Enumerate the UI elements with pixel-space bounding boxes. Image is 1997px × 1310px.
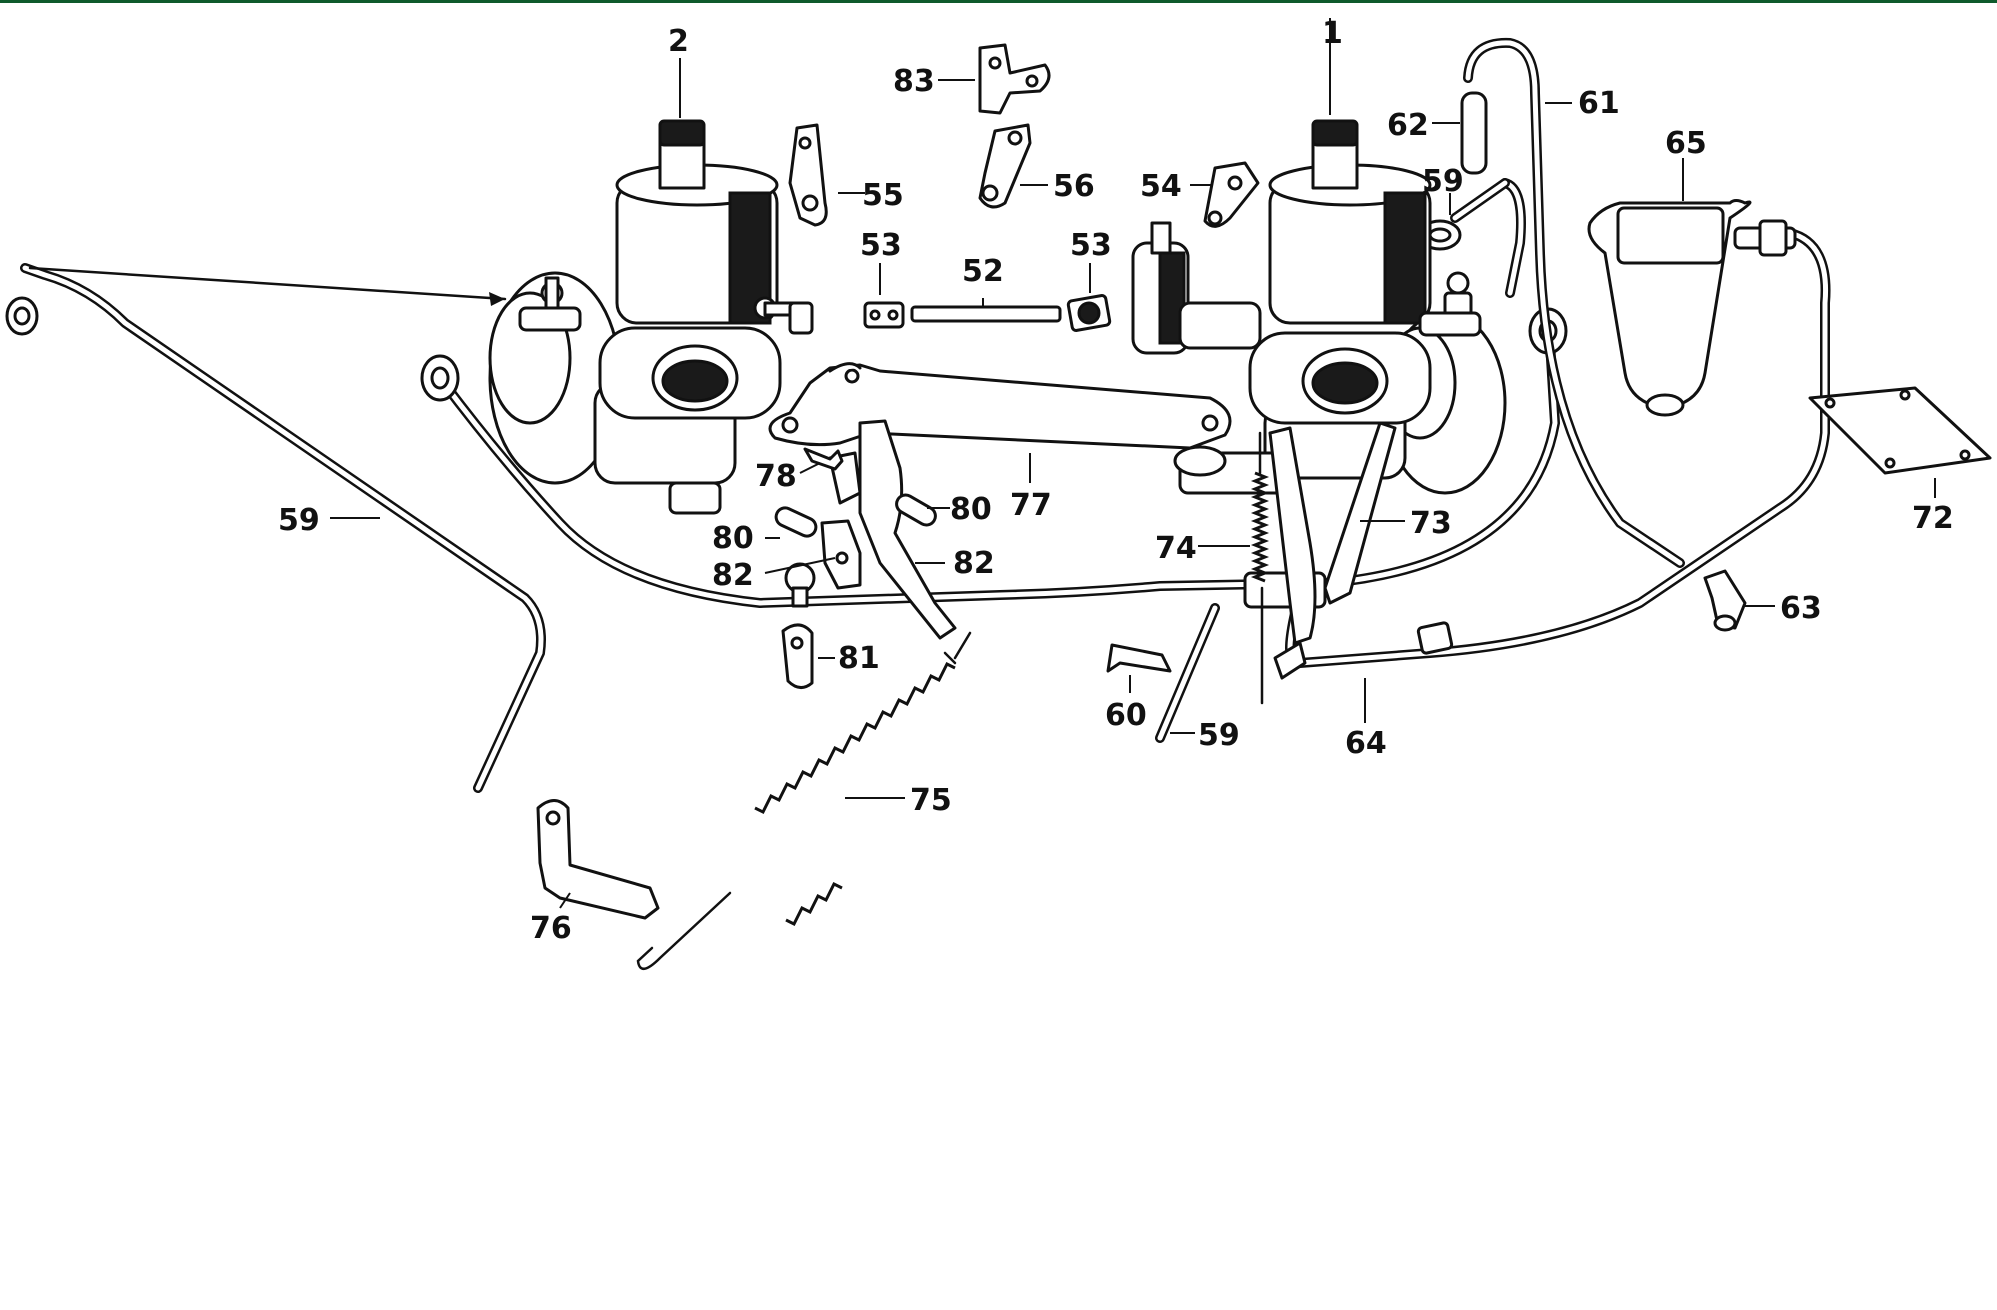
leader-lines: [330, 18, 1936, 909]
bracket-83: [978, 43, 1051, 115]
bolt-78: [803, 447, 844, 471]
callout-75: 75: [910, 783, 952, 818]
callout-78: 78: [755, 459, 797, 494]
fuel-feed-pipe: [420, 178, 1568, 743]
callout-53-left: 53: [860, 228, 902, 263]
carburettor-left: [488, 119, 814, 515]
callout-77: 77: [1010, 488, 1052, 523]
fuel-pipe-left: [5, 263, 546, 793]
spring-74: [1250, 431, 1270, 705]
elbow-63: [1703, 569, 1747, 632]
callout-72: 72: [1912, 501, 1954, 536]
callout-labels: 2 1 83 55 56 54 62 61 65 59 53 52 53 59 …: [278, 16, 1954, 946]
callout-2: 2: [668, 24, 689, 59]
callout-81: 81: [838, 641, 880, 676]
callout-59-bottom: 59: [1198, 718, 1240, 753]
callout-76: 76: [530, 911, 572, 946]
callout-59-top: 59: [1422, 164, 1464, 199]
callout-56: 56: [1053, 169, 1095, 204]
callout-63: 63: [1780, 591, 1822, 626]
callout-73: 73: [1410, 506, 1452, 541]
bracket-82-left: [820, 519, 862, 590]
callout-53-right: 53: [1070, 228, 1112, 263]
callout-80-right: 80: [950, 492, 992, 527]
bracket-76: [536, 799, 660, 920]
coupling-53-left: [863, 301, 905, 329]
callout-65: 65: [1665, 126, 1707, 161]
lever-56: [978, 123, 1032, 209]
link-81: [781, 623, 814, 689]
tube-62: [1460, 91, 1488, 175]
callout-60: 60: [1105, 698, 1147, 733]
callout-52: 52: [962, 254, 1004, 289]
pin-80-left: [774, 506, 818, 538]
callout-62: 62: [1387, 108, 1429, 143]
callout-64: 64: [1345, 726, 1387, 761]
linkage-bar-77: [768, 362, 1232, 450]
callout-59-left: 59: [278, 503, 320, 538]
callout-74: 74: [1155, 531, 1197, 566]
lever-54: [1203, 161, 1260, 228]
lever-55: [788, 123, 828, 227]
callout-55: 55: [862, 178, 904, 213]
stay-73: [1268, 421, 1397, 680]
heat-shield-72: [1808, 386, 1992, 475]
callout-1: 1: [1322, 16, 1343, 51]
coupling-53-right: [1066, 294, 1112, 332]
diagram-canvas: 2 1 83 55 56 54 62 61 65 59 53 52 53 59 …: [5, 16, 1992, 970]
callout-54: 54: [1140, 169, 1182, 204]
ball-82: [784, 562, 816, 608]
spindle-52: [910, 305, 1062, 323]
vent-pipe-61: [1463, 37, 1685, 568]
clip-60: [1106, 643, 1172, 673]
pin-80-right: [895, 493, 937, 527]
callout-82-right: 82: [953, 546, 995, 581]
spring-75: [636, 631, 972, 970]
callout-80-left: 80: [712, 521, 754, 556]
callout-61: 61: [1578, 86, 1620, 121]
fuel-filter-65: [1587, 199, 1797, 417]
callout-82-left: 82: [712, 558, 754, 593]
callout-83: 83: [893, 64, 935, 99]
